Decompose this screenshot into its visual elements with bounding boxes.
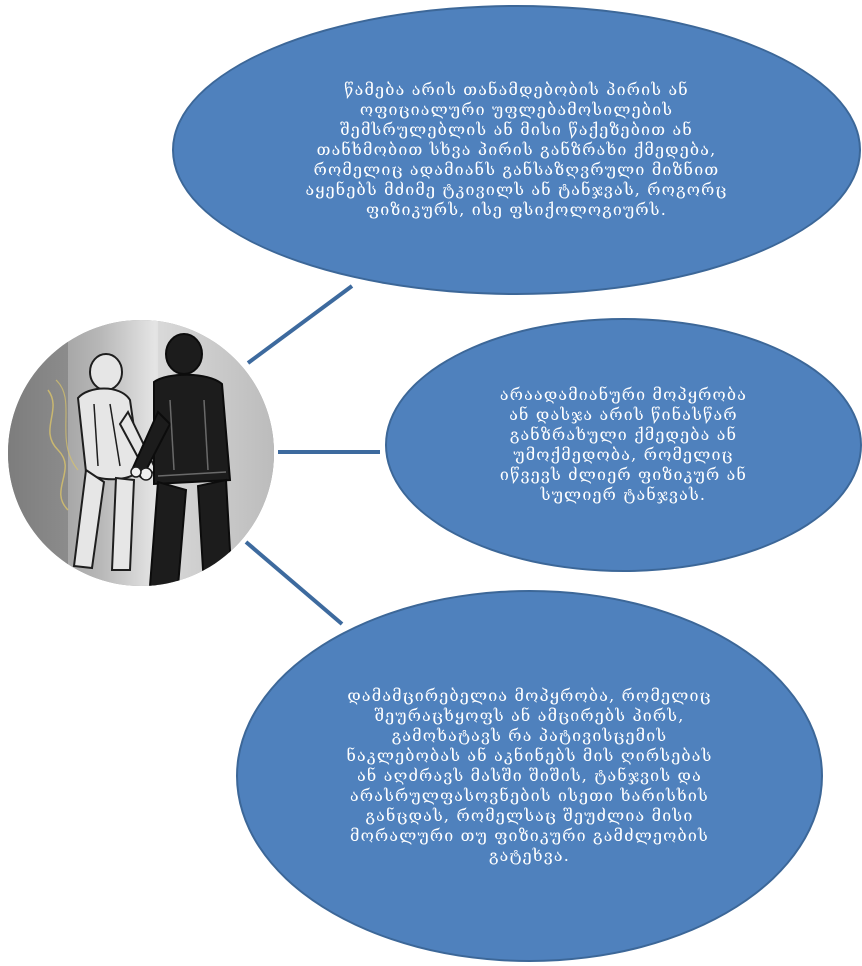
node-torture-text: წამება არის თანამდებობის პირის ან ოფიცია…	[305, 80, 728, 219]
detainee-and-officer-illustration-icon	[8, 320, 274, 586]
connector-to-degrading-treatment	[244, 540, 344, 626]
node-inhuman-treatment-definition: არაადამიანური მოპყრობა ან დასჯა არის წინ…	[385, 318, 862, 572]
connector-to-torture	[246, 284, 354, 365]
node-degrading-treatment-definition: დამამცირებელია მოპყრობა, რომელიც შეურაცხ…	[236, 590, 823, 962]
node-torture-definition: წამება არის თანამდებობის პირის ან ოფიცია…	[172, 5, 861, 295]
node-degrading-treatment-text: დამამცირებელია მოპყრობა, რომელიც შეურაცხ…	[346, 686, 713, 865]
node-inhuman-treatment-text: არაადამიანური მოპყრობა ან დასჯა არის წინ…	[499, 385, 748, 504]
